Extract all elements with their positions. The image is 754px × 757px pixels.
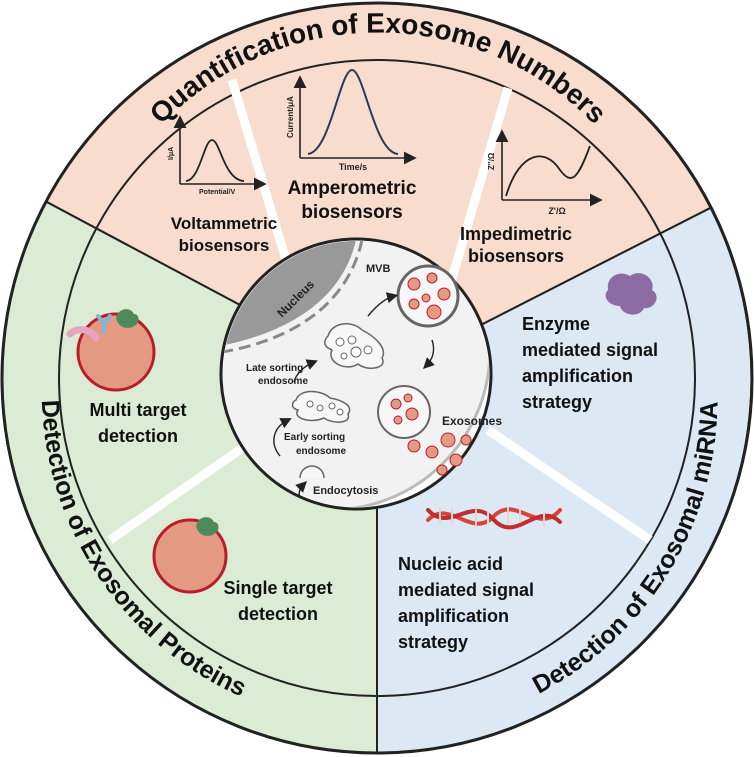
amperometric-xlabel: Time/s [339, 162, 367, 172]
nucleic-label-2: mediated signal [398, 580, 534, 600]
late-endosome-label-2: endosome [258, 376, 308, 387]
nuclear-envelope [223, 241, 364, 354]
green-protein-icon [196, 517, 219, 536]
arrow-to-mvb [367, 292, 399, 317]
early-endosome-label-2: endosome [296, 446, 346, 457]
enzyme-label-2: mediated signal [522, 340, 658, 360]
amperometric-label-2: biosensors [301, 202, 402, 223]
amperometric-plot: Current/μA Time/s [286, 68, 417, 172]
nucleic-label-3: amplification [398, 606, 509, 626]
impedimetric-nyquist-curve [505, 145, 591, 197]
mvb-icon [396, 264, 460, 328]
nucleic-label-1: Nucleic acid [398, 554, 503, 574]
endocytosis-pit-icon [299, 465, 325, 479]
early-sorting-endosome-icon [291, 390, 351, 423]
voltammetric-ylabel: I/μA [168, 147, 175, 160]
late-sorting-endosome-icon [324, 323, 385, 370]
arrow-endocytosis-to-early [273, 418, 292, 457]
exosome-release-icon [377, 385, 472, 476]
amperometric-peak-curve [307, 68, 399, 155]
dna-double-helix-icon [426, 507, 562, 530]
enzyme-label-1: Enzyme [522, 314, 590, 334]
nucleic-label-4: strategy [398, 632, 468, 652]
multi-target-label-1: Multi target [90, 400, 187, 420]
arrow-endocytosis [295, 481, 307, 499]
multi-target-exosome-icon [66, 309, 156, 392]
title-ring-boundary [58, 59, 696, 697]
multi-target-label-2: detection [98, 426, 178, 446]
single-target-label-1: Single target [223, 578, 332, 598]
impedimetric-ylabel: Z''/Ω [487, 152, 496, 170]
voltammetric-label-2: biosensors [179, 236, 270, 255]
enzyme-label-4: strategy [522, 392, 592, 412]
exosomes-label: Exosomes [442, 414, 502, 428]
impedimetric-plot: Z''/Ω Z'/Ω [487, 129, 603, 216]
enzyme-label-3: amplification [522, 366, 633, 386]
mvb-label: MVB [366, 263, 391, 275]
arrow-mvb-to-release [423, 339, 435, 369]
voltammetric-peak-curve [185, 139, 245, 182]
single-target-label-2: detection [238, 604, 318, 624]
amperometric-ylabel: Current/μA [286, 96, 295, 138]
impedimetric-label-1: Impedimetric [460, 224, 572, 244]
impedimetric-xlabel: Z'/Ω [548, 206, 565, 216]
green-protein-icon [116, 309, 139, 328]
voltammetric-plot: I/μA Potential/V [168, 115, 267, 196]
arrow-early-to-late [293, 359, 318, 383]
voltammetric-xlabel: Potential/V [199, 189, 236, 196]
enzyme-icon [605, 273, 657, 315]
amperometric-label-1: Amperometric [288, 178, 417, 199]
endocytosis-label: Endocytosis [313, 485, 378, 497]
blue-antibody-icon [96, 314, 112, 334]
late-endosome-label-1: Late sorting [246, 363, 303, 374]
single-target-exosome-icon [152, 517, 228, 594]
pink-probe-icon [66, 326, 100, 342]
voltammetric-label-1: Voltammetric [171, 214, 277, 233]
impedimetric-label-2: biosensors [468, 246, 564, 266]
early-endosome-label-1: Early sorting [284, 432, 345, 443]
